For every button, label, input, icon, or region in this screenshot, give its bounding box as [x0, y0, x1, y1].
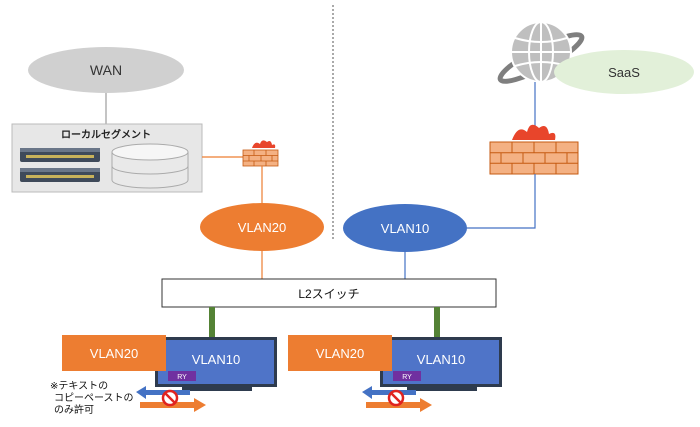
arrow-left-blue: [136, 386, 190, 399]
local-segment-label: ローカルセグメント: [61, 128, 151, 141]
terminal-right-vlan20-label: VLAN20: [316, 346, 364, 361]
arrow-left-blue-right: [362, 386, 416, 399]
terminal-right-vlan20-box: [288, 335, 392, 371]
saas-label: SaaS: [608, 65, 640, 80]
l2-switch-label: L2スイッチ: [298, 287, 359, 301]
l2-switch-box: [161, 278, 497, 308]
trunk-link-right: [434, 307, 440, 340]
terminal-right-vlan10-label: VLAN10: [417, 352, 465, 367]
vlan10-ellipse: [343, 204, 467, 252]
terminal-left-vlan10-label: VLAN10: [192, 352, 240, 367]
prohibited-icon-left: [161, 389, 179, 407]
wan-label: WAN: [90, 62, 122, 78]
wan-cloud: [28, 47, 184, 93]
vdi-tag-left: [168, 371, 196, 381]
prohibited-icon-right: [387, 389, 405, 407]
server-icon: [20, 148, 100, 182]
saas-cloud: [554, 50, 694, 94]
note-line3: のみ許可: [54, 403, 94, 416]
terminal-left-vlan20-label: VLAN20: [90, 346, 138, 361]
trunk-link-left: [209, 307, 215, 340]
firewall-icon-right: [489, 124, 579, 175]
firewall-to-vlan10-line: [466, 174, 536, 229]
note-line1: ※テキストの: [50, 381, 108, 392]
terminal-right: VLAN10 RY VLAN20: [288, 335, 502, 412]
terminal-left-vlan20-box: [62, 335, 166, 371]
monitor-base-right: [407, 387, 477, 391]
vdi-tag-right: [393, 371, 421, 381]
firewall-icon-left: [242, 140, 279, 167]
vdi-tag-right-label: RY: [402, 374, 412, 381]
vlan20-label: VLAN20: [238, 220, 286, 235]
vlan20-ellipse: [200, 203, 324, 251]
note-line2: コピーペーストの: [54, 392, 134, 404]
database-icon: [111, 143, 189, 189]
terminal-left: VLAN10 RY VLAN20: [62, 335, 277, 412]
monitor-base-left: [182, 387, 252, 391]
vdi-tag-left-label: RY: [177, 374, 187, 381]
vlan10-label: VLAN10: [381, 221, 429, 236]
